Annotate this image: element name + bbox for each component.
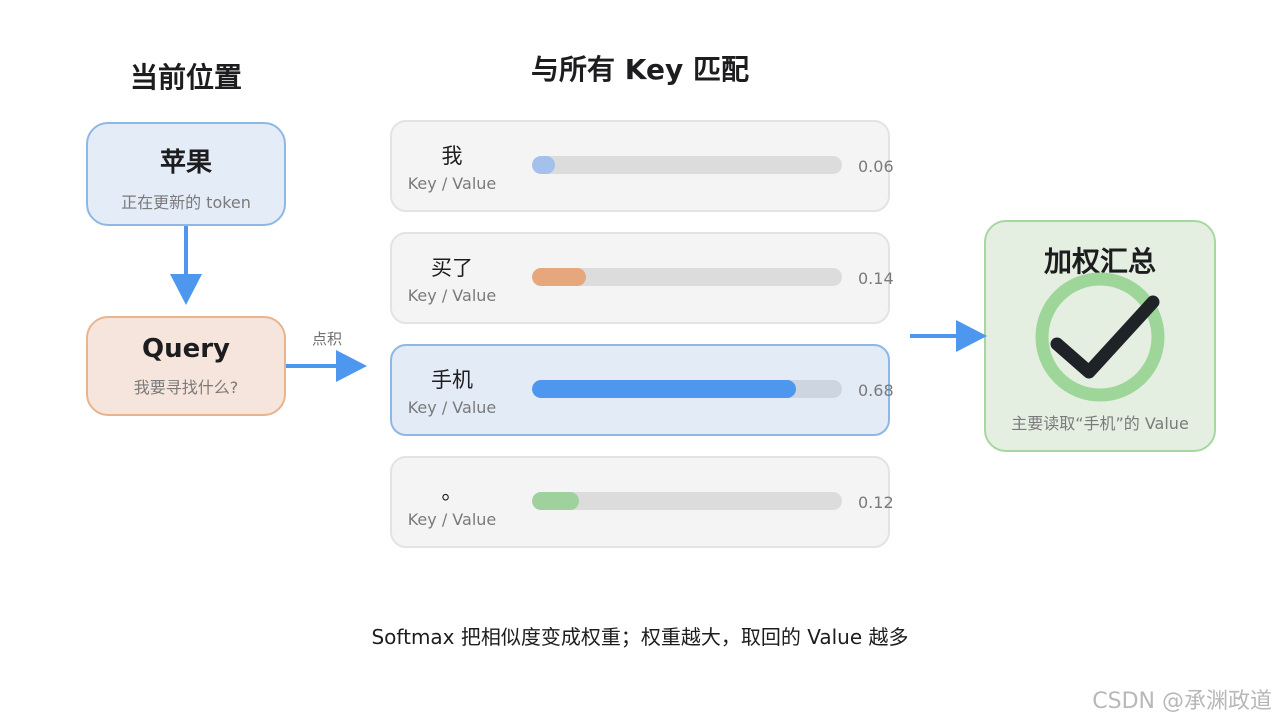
current-token-box: 苹果 正在更新的 token bbox=[86, 122, 286, 226]
weight-value: 0.12 bbox=[858, 493, 894, 512]
key-token: 手机 bbox=[431, 368, 473, 392]
weight-value: 0.06 bbox=[858, 157, 894, 176]
key-token: 。 bbox=[441, 480, 463, 504]
keys-to-result-arrow-head bbox=[956, 320, 987, 352]
weight-value: 0.14 bbox=[858, 269, 894, 288]
weight-bar-track bbox=[532, 268, 842, 286]
match-all-keys-heading: 与所有 Key 匹配 bbox=[531, 53, 749, 86]
key-value-label: Key / Value bbox=[407, 286, 497, 305]
current-token-title: 苹果 bbox=[159, 148, 212, 178]
key-row-3: 。 Key / Value 0.12 bbox=[390, 456, 894, 548]
check-ring bbox=[1035, 272, 1165, 402]
weight-bar-track bbox=[532, 156, 842, 174]
dot-product-label: 点积 bbox=[311, 330, 342, 348]
query-to-keys-arrow-head bbox=[336, 350, 367, 382]
weight-bar-fill bbox=[532, 492, 579, 510]
key-row-0: 我 Key / Value 0.06 bbox=[390, 120, 894, 212]
weight-bar-track bbox=[532, 380, 842, 398]
query-subtitle: 我要寻找什么? bbox=[133, 378, 239, 397]
weight-bar-fill bbox=[532, 268, 587, 286]
key-row-2: 手机 Key / Value 0.68 bbox=[390, 344, 894, 436]
key-value-label: Key / Value bbox=[407, 174, 497, 193]
weight-bar-track bbox=[532, 492, 842, 510]
weighted-sum-box: 加权汇总 主要读取“手机”的 Value bbox=[984, 220, 1216, 452]
check-circle-icon bbox=[1035, 272, 1165, 402]
query-box: Query 我要寻找什么? bbox=[86, 316, 286, 416]
weight-value: 0.68 bbox=[858, 381, 894, 400]
query-title: Query bbox=[141, 334, 231, 364]
check-mark bbox=[1050, 295, 1160, 379]
key-token: 我 bbox=[441, 144, 463, 168]
key-token: 买了 bbox=[431, 256, 473, 280]
key-value-label: Key / Value bbox=[407, 510, 497, 529]
weight-bar-fill bbox=[532, 380, 796, 398]
weight-bar-fill bbox=[532, 156, 556, 174]
watermark: CSDN @承渊政道 bbox=[1092, 689, 1272, 714]
key-row-1: 买了 Key / Value 0.14 bbox=[390, 232, 894, 324]
weighted-sum-subtitle: 主要读取“手机”的 Value bbox=[1011, 414, 1189, 433]
softmax-caption: Softmax 把相似度变成权重；权重越大，取回的 Value 越多 bbox=[371, 625, 909, 649]
token-to-query-arrow-head bbox=[170, 274, 202, 305]
current-token-subtitle: 正在更新的 token bbox=[121, 193, 251, 212]
weighted-sum-title: 加权汇总 bbox=[1043, 245, 1156, 278]
current-position-heading: 当前位置 bbox=[129, 61, 242, 94]
key-value-label: Key / Value bbox=[407, 398, 497, 417]
